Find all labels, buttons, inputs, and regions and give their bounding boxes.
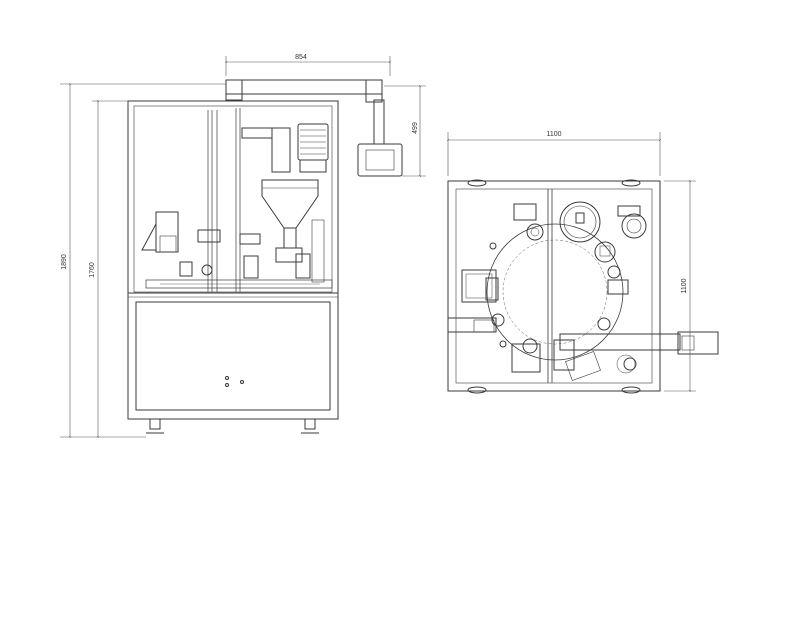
turntable-plate [145, 279, 333, 289]
magazine-slot [159, 235, 177, 253]
hopper-top-inner [563, 205, 597, 239]
machine-cabinet-lower [135, 301, 331, 411]
top-cup-magazine-inner [465, 273, 493, 299]
motor-bracket [617, 205, 641, 217]
dim-total-height-label: 1890 [61, 254, 68, 270]
station-wheel [201, 264, 213, 276]
top-foot [621, 179, 641, 187]
top-view-dimensions [448, 132, 696, 391]
top-station-disc [522, 338, 538, 354]
foot-right [304, 418, 316, 430]
top-station-ring [616, 354, 636, 374]
top-station-disc [597, 317, 611, 331]
top-station [513, 203, 537, 221]
sensor-dot [499, 340, 507, 348]
cabinet-knob [225, 383, 229, 387]
dim-width-label: 854 [295, 54, 307, 61]
top-station-chute [565, 351, 601, 381]
top-cup-slot [485, 277, 499, 301]
top-foot [467, 386, 487, 394]
motor-top-inner [626, 218, 642, 234]
top-view [447, 179, 719, 394]
foot-left [149, 418, 161, 430]
station-block [239, 233, 261, 245]
top-station [511, 343, 541, 373]
cabinet-knob [225, 376, 229, 380]
top-conveyor-block [473, 319, 495, 333]
hmi-arm-pivot-right [365, 79, 383, 103]
dim-top-depth-label: 1100 [681, 278, 688, 293]
top-station-disc [607, 265, 621, 279]
top-foot [621, 386, 641, 394]
top-station-disc [623, 357, 637, 371]
sensor-dot [489, 242, 497, 250]
top-hmi-panel [677, 331, 719, 355]
top-frame-outer [447, 180, 661, 392]
hopper-feed [575, 212, 585, 224]
top-station-disc-inner [530, 227, 540, 237]
hmi-panel [357, 143, 403, 177]
machine-frame-outer [127, 100, 339, 420]
drive-housing [271, 127, 291, 173]
front-view [127, 79, 403, 434]
side-guard [311, 219, 325, 283]
dim-top-width-label: 1100 [546, 131, 561, 138]
motor-top [621, 213, 647, 239]
hmi-screen [365, 149, 395, 171]
station-press [243, 255, 259, 279]
magazine-bracket [141, 223, 157, 251]
top-station [553, 339, 575, 371]
top-hmi-screen [681, 335, 695, 351]
powder-hopper [261, 179, 319, 229]
top-station-core [599, 245, 611, 257]
machine-window-upper [133, 105, 333, 293]
hmi-arm-pivot-left [225, 79, 243, 101]
top-station-disc [594, 241, 616, 263]
turntable [486, 223, 624, 361]
hmi-drop-pole [373, 99, 385, 145]
top-hmi-arm [559, 333, 681, 351]
station-block [197, 229, 221, 243]
top-conveyor [447, 317, 497, 333]
hmi-arm [225, 79, 383, 95]
station-sensor [179, 261, 193, 277]
dim-frame-height-label: 1760 [89, 262, 96, 278]
top-cup-magazine [461, 269, 497, 303]
drive-housing-top [241, 127, 273, 139]
cabinet-knob [240, 380, 244, 384]
motor-mount [299, 159, 327, 173]
front-view-dimensions [60, 56, 426, 437]
dosing-head [275, 247, 303, 263]
top-frame-inner [455, 188, 653, 384]
cup-magazine [155, 211, 179, 253]
turntable-inner [502, 239, 608, 345]
top-foot [467, 179, 487, 187]
station-seal [295, 253, 311, 279]
top-station-disc [526, 223, 544, 241]
hopper-top [559, 201, 601, 243]
top-station [607, 279, 629, 295]
dim-arm-height-label: 499 [412, 122, 419, 134]
hopper-auger [283, 227, 297, 249]
